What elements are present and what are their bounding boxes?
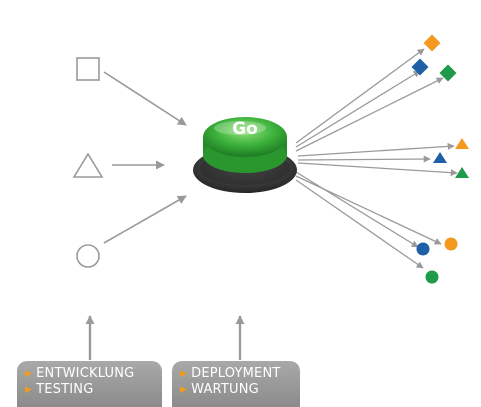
square-outline-icon (76, 57, 100, 81)
output-arrows (295, 48, 458, 269)
go-button-label: Go (232, 119, 258, 139)
blue-triangle-icon (433, 152, 447, 163)
bullet-icon: ▶ (180, 369, 188, 379)
blue-circle-icon (416, 242, 430, 256)
green-triangle-icon (455, 167, 469, 178)
tag-item: DEPLOYMENT (191, 366, 281, 381)
tag-item: TESTING (36, 382, 94, 397)
green-diamond-icon (439, 64, 457, 82)
bullet-icon: ▶ (25, 385, 33, 395)
orange-triangle-icon (455, 138, 469, 149)
circle-outline-icon (76, 244, 100, 268)
green-circle-icon (425, 270, 439, 284)
orange-circle-icon (444, 237, 458, 251)
bullet-icon: ▶ (180, 385, 188, 395)
tag-development-testing: ▶ENTWICKLUNG ▶TESTING (17, 361, 162, 407)
arrow-circle-to-go (103, 195, 187, 244)
bullet-icon: ▶ (25, 369, 33, 379)
go-button[interactable]: Go (193, 117, 297, 193)
triangle-outline-icon (72, 152, 104, 178)
arrow-square-to-go (103, 71, 187, 126)
tag-item: WARTUNG (191, 382, 259, 397)
orange-diamond-icon (423, 34, 441, 52)
tag-deployment-maintenance: ▶DEPLOYMENT ▶WARTUNG (172, 361, 300, 407)
tag-item: ENTWICKLUNG (36, 366, 135, 381)
blue-diamond-icon (411, 58, 429, 76)
